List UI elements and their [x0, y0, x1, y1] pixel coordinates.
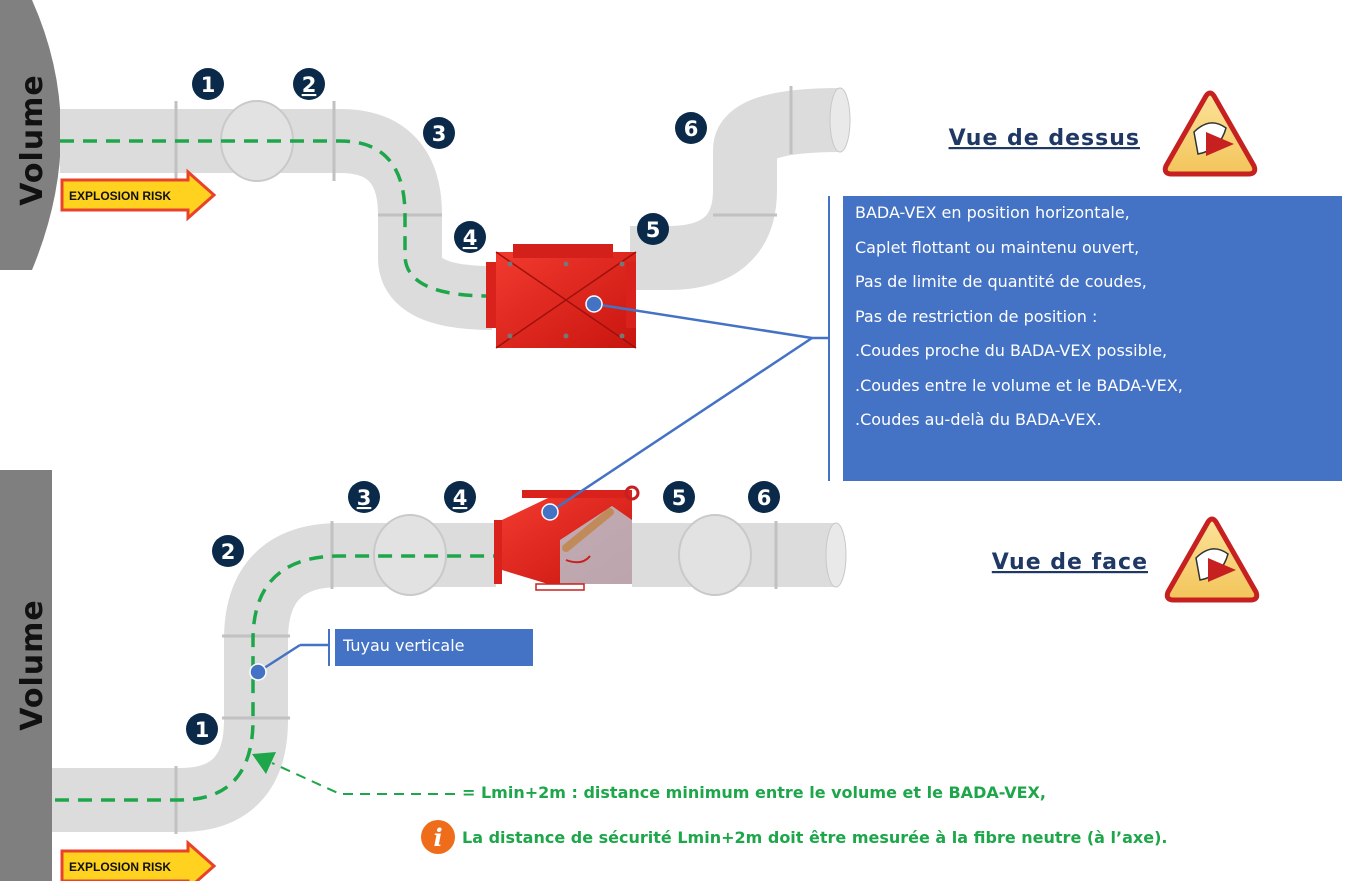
front-flanges	[174, 521, 778, 834]
front-pipe-end	[825, 522, 847, 588]
front-badge-3: 3	[348, 481, 380, 513]
svg-text:4: 4	[463, 226, 478, 250]
front-volume-shape	[0, 470, 52, 881]
eye-warning-triangle-icon	[1162, 90, 1258, 177]
info-line-5: .Coudes proche du BADA-VEX possible,	[855, 341, 1168, 360]
top-valve	[486, 244, 637, 349]
info-line-4: Pas de restriction de position :	[855, 306, 1098, 326]
info-line-2: Caplet flottant ou maintenu ouvert,	[855, 237, 1140, 257]
top-volume-label: Volume	[15, 74, 50, 205]
top-badge-1: 1	[192, 68, 224, 100]
svg-text:3: 3	[432, 122, 447, 146]
top-badge-5: 5	[637, 213, 669, 245]
top-explosion-risk-arrow: EXPLOSION RISK	[60, 168, 217, 222]
info-icon: i	[421, 820, 455, 854]
front-dashed-path	[55, 554, 494, 802]
info-box: BADA-VEX en position horizontale, Caplet…	[843, 196, 1342, 481]
svg-text:2: 2	[221, 540, 236, 564]
svg-text:1: 1	[195, 718, 210, 742]
top-badge-3: 3	[423, 117, 455, 149]
callout-lines	[249, 295, 828, 681]
svg-text:i: i	[433, 823, 442, 852]
svg-text:3: 3	[357, 486, 372, 510]
front-volume-label: Volume	[15, 599, 50, 730]
eye-warning-triangle-icon	[1164, 516, 1260, 603]
svg-text:5: 5	[672, 486, 687, 510]
top-number-badges: 1 2 3 4 5 6	[192, 68, 707, 253]
info-box-bracket	[828, 196, 830, 481]
front-elbow-bulge-b	[678, 514, 752, 596]
top-pipe-end	[829, 87, 851, 153]
pipe-label-bracket	[328, 629, 330, 666]
top-view: Volume	[0, 0, 1258, 349]
svg-text:1: 1	[201, 73, 216, 97]
front-badge-2: 2	[212, 535, 244, 567]
info-line-7: .Coudes au-delà du BADA-VEX.	[855, 410, 1102, 429]
info-line-6: .Coudes entre le volume et le BADA-VEX,	[855, 375, 1183, 395]
front-badge-6: 6	[748, 481, 780, 513]
front-view-title: Vue de face	[992, 550, 1148, 575]
info-line-3: Pas de limite de quantité de coudes,	[855, 272, 1147, 291]
pipe-label-box: Tuyau verticale	[335, 629, 533, 666]
top-badge-4: 4	[454, 221, 486, 253]
svg-text:6: 6	[684, 117, 699, 141]
svg-text:5: 5	[646, 218, 661, 242]
top-volume-shape	[0, 0, 61, 270]
front-view: Volume EXPLOSION	[0, 470, 1260, 881]
top-badge-6: 6	[675, 112, 707, 144]
top-dashed-path	[60, 139, 491, 298]
top-view-title: Vue de dessus	[949, 126, 1140, 151]
svg-text:4: 4	[453, 486, 468, 510]
top-badge-2: 2	[293, 68, 325, 100]
distance-note: = Lmin+2m : distance minimum entre le vo…	[462, 783, 1046, 802]
front-explosion-risk-label: EXPLOSION RISK	[69, 860, 171, 874]
safety-note: La distance de sécurité Lmin+2m doit êtr…	[462, 828, 1168, 847]
front-number-badges: 1 2 3 4 5 6	[186, 481, 780, 745]
svg-text:2: 2	[302, 73, 317, 97]
pipe-label-text: Tuyau verticale	[343, 636, 465, 655]
front-badge-1: 1	[186, 713, 218, 745]
front-valve	[494, 485, 640, 591]
info-line-1: BADA-VEX en position horizontale,	[855, 203, 1130, 222]
top-pipe-outlet	[630, 88, 841, 290]
top-explosion-risk-label: EXPLOSION RISK	[69, 189, 171, 203]
svg-text:6: 6	[757, 486, 772, 510]
front-explosion-risk-arrow: EXPLOSION RISK	[60, 839, 217, 881]
front-badge-4: 4	[444, 481, 476, 513]
distance-pointer	[252, 752, 455, 795]
front-badge-5: 5	[663, 481, 695, 513]
